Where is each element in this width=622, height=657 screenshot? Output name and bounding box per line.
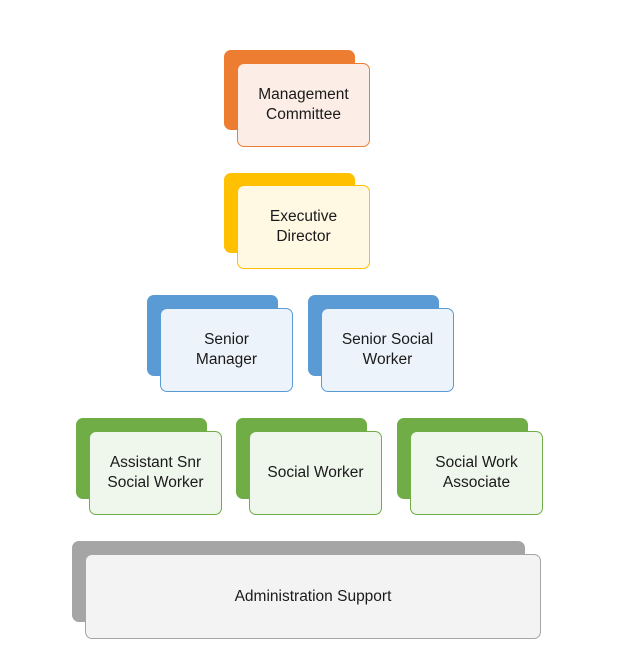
node-card: Senior Manager [160,308,293,392]
node-senior-social-worker: Senior Social Worker [308,295,455,392]
node-card: Assistant Snr Social Worker [89,431,222,515]
node-senior-manager: Senior Manager [147,295,294,392]
node-card: Social Work Associate [410,431,543,515]
node-social-worker: Social Worker [236,418,383,515]
node-label: Executive Director [269,208,338,245]
node-card: Social Worker [249,431,382,515]
node-label: Management Committee [258,86,349,123]
node-executive-director: Executive Director [224,173,371,269]
node-card: Management Committee [237,63,370,147]
node-social-work-associate: Social Work Associate [397,418,544,515]
node-label: Assistant Snr Social Worker [107,454,204,491]
node-label: Social Worker [267,464,364,481]
node-card: Executive Director [237,185,370,269]
node-label: Social Work Associate [435,454,518,491]
node-card: Administration Support [85,554,541,639]
node-card: Senior Social Worker [321,308,454,392]
node-assistant-snr-social-worker: Assistant Snr Social Worker [76,418,223,515]
node-label: Senior Manager [195,331,258,368]
node-label: Administration Support [234,587,392,605]
node-administration-support: Administration Support [72,541,542,639]
node-label: Senior Social Worker [341,331,434,368]
node-management-committee: Management Committee [224,50,371,147]
